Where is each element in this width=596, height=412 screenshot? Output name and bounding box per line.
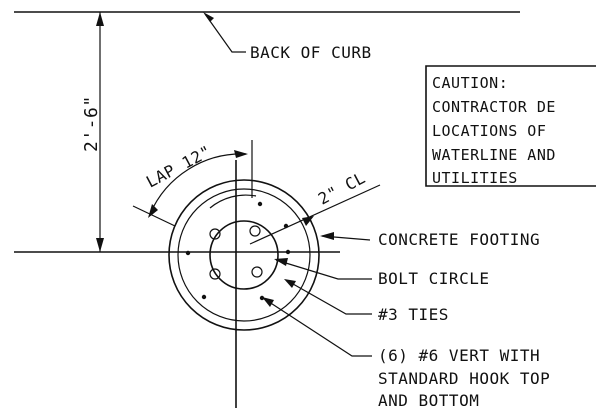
lap-arrow-right [234, 150, 248, 158]
rebar-dot [259, 295, 265, 301]
ties-label: #3 TIES [378, 305, 449, 324]
caution-line-4: WATERLINE AND [432, 146, 556, 164]
tie-lap-hook [209, 194, 257, 209]
back-of-curb-leader [204, 13, 246, 53]
vert-bars-label-2: STANDARD HOOK TOP [378, 369, 550, 388]
back-of-curb-arrow [203, 12, 214, 22]
rebar-dot [185, 250, 191, 256]
ties-circle [177, 188, 311, 322]
lap-extension-line-left [132, 205, 176, 227]
concrete-footing-arrow [320, 232, 334, 240]
clear-arrow [302, 216, 314, 226]
anchor-bolt [251, 266, 263, 278]
bolt-circle [209, 220, 279, 290]
dimension-arrow-bottom [96, 238, 104, 252]
dimension-arrow-top [96, 12, 104, 26]
back-of-curb-label: BACK OF CURB [250, 43, 372, 62]
anchor-bolt [209, 228, 221, 240]
caution-line-5: UTILITIES [432, 169, 518, 187]
caution-line-2: CONTRACTOR DE [432, 98, 556, 116]
dimension-label: 2'-6" [81, 95, 102, 152]
vert-bars-arrow [262, 297, 274, 307]
concrete-footing-label: CONCRETE FOOTING [378, 230, 540, 249]
lap-label: LAP 12" [143, 141, 215, 191]
rebar-dot [257, 201, 263, 207]
anchor-bolt [209, 268, 221, 280]
caution-line-3: LOCATIONS OF [432, 122, 546, 140]
ties-arrow [284, 279, 296, 288]
vert-bars-label-3: AND BOTTOM [378, 391, 479, 410]
bolt-circle-arrow [274, 258, 288, 266]
concrete-footing-circle [168, 179, 320, 331]
clear-cover-line [249, 184, 381, 245]
vert-bars-label-1: (6) #6 VERT WITH [378, 346, 540, 365]
caution-line-1: CAUTION: [432, 74, 508, 92]
rebar-dot [201, 294, 207, 300]
caution-box [425, 65, 596, 187]
vert-bars-leader [262, 297, 372, 357]
rebar-dot [285, 249, 291, 255]
bolt-circle-leader [275, 259, 372, 280]
lap-dimension-arc [149, 153, 247, 215]
anchor-bolt [249, 225, 261, 237]
bolt-circle-label: BOLT CIRCLE [378, 269, 489, 288]
ties-leader [285, 279, 372, 315]
